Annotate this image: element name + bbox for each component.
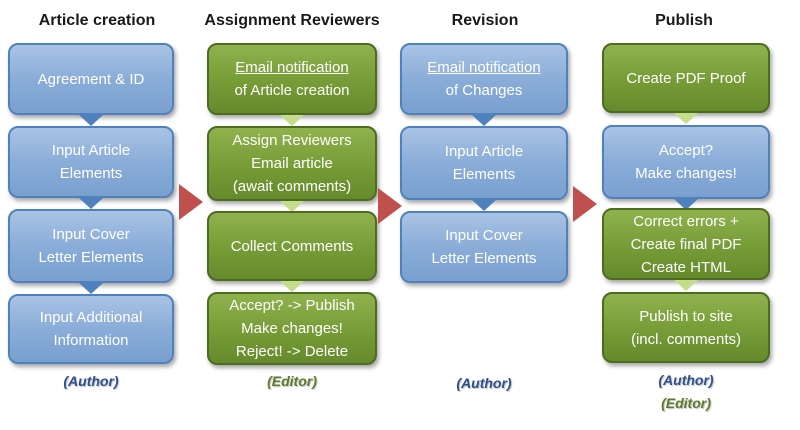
step-accept-make-changes: Accept? Make changes!: [602, 125, 770, 199]
step-text: Make changes!: [241, 320, 343, 337]
step-text: (incl. comments): [630, 330, 742, 348]
connector-arrow: [674, 199, 698, 210]
step-create-pdf-proof: Create PDF Proof: [602, 43, 770, 113]
step-accept-decision: Accept? -> Publish Make changes! Reject!…: [207, 292, 377, 365]
column-title-article-creation: Article creation: [38, 12, 156, 29]
column-title-assignment-reviewers: Assignment Reviewers: [204, 12, 380, 29]
step-text: Email notification: [235, 59, 349, 76]
step-revision-input-article-elements: Input Article Elements: [400, 126, 568, 200]
connector-arrow: [280, 201, 304, 212]
connector-arrow: [79, 198, 103, 209]
stage-arrow-icon: [573, 186, 597, 222]
step-text: Create HTML: [640, 258, 732, 276]
step-text: Information: [53, 332, 129, 349]
step-text: of Article creation: [234, 82, 350, 99]
step-text: Email article: [251, 155, 333, 172]
role-label-editor: (Editor): [661, 395, 711, 411]
step-text: Email notification: [427, 59, 541, 76]
step-revision-input-cover-letter-elements: Input Cover Letter Elements: [400, 211, 568, 283]
step-text: Agreement & ID: [37, 70, 145, 88]
step-text: Letter Elements: [38, 249, 144, 266]
step-email-notification-changes: Email notification of Changes: [400, 43, 568, 115]
step-text: Input Article: [51, 142, 131, 159]
connector-arrow: [280, 115, 304, 126]
step-collect-comments: Collect Comments: [207, 211, 377, 281]
role-label-editor: (Editor): [267, 373, 317, 389]
role-label-author: (Author): [456, 375, 512, 391]
step-text: Reject! -> Delete: [235, 343, 349, 360]
step-publish-to-site: Publish to site (incl. comments): [602, 292, 770, 363]
step-text: Elements: [452, 166, 516, 183]
step-agreement-id: Agreement & ID: [8, 43, 174, 115]
step-text: Publish to site: [639, 307, 733, 325]
step-correct-errors: Correct errors + Create final PDF Create…: [602, 208, 770, 280]
step-text: Collect Comments: [230, 237, 354, 255]
stage-arrow-icon: [179, 184, 203, 220]
step-input-additional-information: Input Additional Information: [8, 294, 174, 364]
step-text: Correct errors +: [633, 212, 739, 230]
connector-arrow: [472, 200, 496, 211]
step-text: Create final PDF: [630, 235, 742, 253]
connector-arrow: [472, 115, 496, 126]
role-label-author: (Author): [658, 372, 714, 388]
step-text: Assign Reviewers: [232, 132, 352, 149]
step-text: Input Cover: [52, 226, 130, 243]
column-title-publish: Publish: [655, 12, 713, 29]
stage-arrow-icon: [378, 188, 402, 224]
step-text: Input Additional: [39, 309, 143, 326]
step-text: Letter Elements: [431, 250, 537, 267]
role-label-author: (Author): [63, 373, 119, 389]
connector-arrow: [79, 283, 103, 294]
step-text: Accept? -> Publish: [229, 297, 355, 314]
step-text: Make changes!: [635, 165, 737, 182]
step-assign-reviewers: Assign Reviewers Email article (await co…: [207, 126, 377, 201]
column-title-revision: Revision: [451, 12, 519, 29]
connector-arrow: [79, 115, 103, 126]
connector-arrow: [280, 281, 304, 292]
step-text: (await comments): [232, 178, 352, 195]
step-text: Input Article: [444, 143, 524, 160]
step-text: Create PDF Proof: [626, 69, 746, 87]
connector-arrow: [674, 280, 698, 291]
step-input-article-elements: Input Article Elements: [8, 126, 174, 198]
step-text: Input Cover: [445, 227, 523, 244]
connector-arrow: [674, 113, 698, 124]
step-text: Elements: [59, 165, 123, 182]
step-text: Accept?: [658, 142, 714, 159]
step-email-notification-article-creation: Email notification of Article creation: [207, 43, 377, 115]
step-text: of Changes: [445, 82, 523, 99]
step-input-cover-letter-elements: Input Cover Letter Elements: [8, 209, 174, 283]
